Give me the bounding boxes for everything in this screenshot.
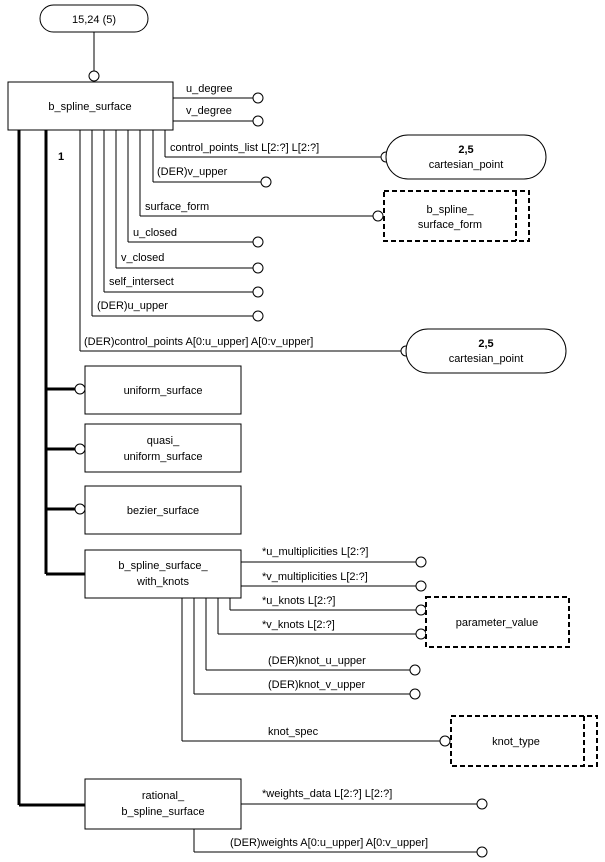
u-multiplicities-label: *u_multiplicities L[2:?] <box>262 546 368 558</box>
b-spline-surface-form-shape <box>383 190 530 242</box>
surface-form-label: surface_form <box>145 201 209 213</box>
knot-type-type: knot_type <box>450 715 598 767</box>
u-closed-end <box>252 236 264 248</box>
v-closed-label: v_closed <box>121 252 164 264</box>
parameter-value-type: parameter_value <box>425 596 570 648</box>
b-spline-surface-box <box>7 81 174 131</box>
cartesian-point-ref-1: 2,5 cartesian_point <box>385 134 547 180</box>
self-intersect-end <box>252 286 264 298</box>
with-knots-label-1: b_spline_surface_ <box>118 560 208 572</box>
rational-label-2: b_spline_surface <box>121 806 204 818</box>
der-knot-u-upper-end <box>409 664 421 676</box>
one-of-label: 1 <box>58 151 64 163</box>
der-weights-label: (DER)weights A[0:u_upper] A[0:v_upper] <box>230 837 428 849</box>
rational-b-spline-surface-box <box>84 778 242 830</box>
u-degree-label: u_degree <box>186 83 233 95</box>
cartesian-point-ref-2: 2,5 cartesian_point <box>405 328 567 374</box>
parameter-value-label: parameter_value <box>456 617 539 629</box>
u-degree-end <box>252 92 264 104</box>
quasi-uniform-surface-entity: quasi_ uniform_surface <box>84 423 242 473</box>
bezier-surface-entity: bezier_surface <box>84 485 242 535</box>
uniform-surface-connector-end <box>74 383 86 395</box>
u-multiplicities-end <box>415 556 427 568</box>
cartesian-point-ref-2-page: 2,5 <box>478 338 493 350</box>
weights-data-end <box>476 798 488 810</box>
der-v-upper-end <box>260 176 272 188</box>
v-degree-end <box>252 115 264 127</box>
der-v-upper-label: (DER)v_upper <box>157 166 228 178</box>
der-weights-end <box>476 846 488 858</box>
cartesian-point-ref-1-page: 2,5 <box>458 144 473 156</box>
der-knot-u-upper-label: (DER)knot_u_upper <box>268 655 366 667</box>
b-spline-surface-label: b_spline_surface <box>48 101 131 113</box>
quasi-uniform-surface-label-2: uniform_surface <box>124 451 203 463</box>
v-closed-end <box>252 262 264 274</box>
rational-label-1: rational_ <box>142 790 185 802</box>
knot-type-shape <box>450 715 598 767</box>
der-u-upper-label: (DER)u_upper <box>97 300 168 312</box>
uniform-surface-label: uniform_surface <box>124 385 203 397</box>
cartesian-point-ref-2-shape <box>405 328 567 374</box>
bezier-surface-connector-end <box>74 503 86 515</box>
b-spline-surface-entity: b_spline_surface <box>7 81 174 131</box>
v-degree-label: v_degree <box>186 105 232 117</box>
page-ref-connector-end <box>88 70 100 82</box>
surface-form-end <box>372 210 384 222</box>
bezier-surface-label: bezier_surface <box>127 505 199 517</box>
knot-spec-label: knot_spec <box>268 726 319 738</box>
der-u-upper-end <box>252 310 264 322</box>
v-knots-label: *v_knots L[2:?] <box>262 619 335 631</box>
b-spline-surface-form-label-1: b_spline_ <box>426 204 474 216</box>
with-knots-label-2: with_knots <box>136 576 189 588</box>
cartesian-point-ref-1-name: cartesian_point <box>429 159 504 171</box>
knot-type-label: knot_type <box>492 736 540 748</box>
v-multiplicities-label: *v_multiplicities L[2:?] <box>262 571 368 583</box>
der-control-points-label: (DER)control_points A[0:u_upper] A[0:v_u… <box>84 336 313 348</box>
quasi-uniform-surface-box <box>84 423 242 473</box>
cartesian-point-ref-1-shape <box>385 134 547 180</box>
rational-b-spline-surface-entity: rational_ b_spline_surface <box>84 778 242 830</box>
cartesian-point-ref-2-name: cartesian_point <box>449 353 524 365</box>
b-spline-surface-with-knots-entity: b_spline_surface_ with_knots <box>84 549 242 599</box>
v-knots-end <box>415 628 427 640</box>
self-intersect-label: self_intersect <box>109 276 174 288</box>
der-knot-v-upper-label: (DER)knot_v_upper <box>268 679 366 691</box>
u-closed-label: u_closed <box>133 227 177 239</box>
uniform-surface-entity: uniform_surface <box>84 365 242 415</box>
b-spline-surface-form-label-2: surface_form <box>418 219 482 231</box>
b-spline-surface-with-knots-box <box>84 549 242 599</box>
bezier-surface-box <box>84 485 242 535</box>
v-multiplicities-end <box>415 580 427 592</box>
control-points-list-label: control_points_list L[2:?] L[2:?] <box>170 142 319 154</box>
page-reference: 15,24 (5) <box>39 4 149 33</box>
der-knot-v-upper-end <box>409 688 421 700</box>
parameter-value-shape <box>425 596 570 648</box>
weights-data-label: *weights_data L[2:?] L[2:?] <box>262 788 392 800</box>
quasi-uniform-surface-connector-end <box>74 443 86 455</box>
knot-spec-end <box>439 735 451 747</box>
quasi-uniform-surface-label-1: quasi_ <box>147 435 180 447</box>
uniform-surface-box <box>84 365 242 415</box>
page-reference-label: 15,24 (5) <box>72 14 116 26</box>
b-spline-surface-form-type: b_spline_ surface_form <box>383 190 530 242</box>
u-knots-end <box>415 604 427 616</box>
u-knots-label: *u_knots L[2:?] <box>262 595 335 607</box>
